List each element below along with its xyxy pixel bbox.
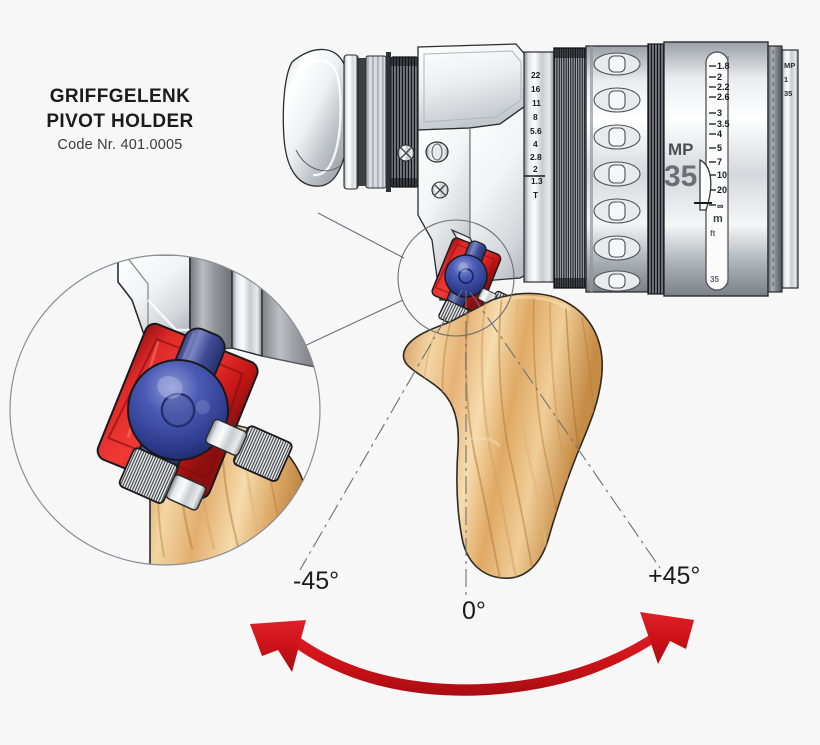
lens-focal-length: 35: [664, 160, 697, 193]
svg-text:2.6: 2.6: [717, 92, 730, 102]
focus-scale: 1.8 2 2.2 2.6 3 3.5 4 5 7 10 20 ∞: [709, 61, 730, 211]
lens-brand-label: MP: [668, 140, 694, 159]
title-english: PIVOT HOLDER: [46, 111, 194, 132]
product-code: Code Nr. 401.0005: [57, 137, 183, 153]
svg-text:1.3: 1.3: [531, 176, 543, 186]
svg-text:10: 10: [717, 170, 727, 180]
svg-text:5: 5: [717, 143, 722, 153]
svg-text:2.8: 2.8: [530, 152, 542, 162]
eyepiece-focus-ring: [390, 56, 419, 188]
svg-text:1: 1: [784, 75, 788, 84]
camera-lens-assembly: 22 16 11 8 5.6 4 2.8 2 1.3 T: [282, 41, 799, 301]
lens-unit-m: m: [713, 213, 723, 225]
title-german: GRIFFGELENK: [49, 86, 191, 107]
lens-lug-ring: [585, 45, 649, 293]
caption-block: GRIFFGELENK PIVOT HOLDER Code Nr. 401.00…: [0, 84, 240, 153]
svg-text:35: 35: [710, 275, 719, 284]
axis-line-negative: [299, 289, 463, 571]
detail-callout: [299, 212, 515, 349]
svg-text:20: 20: [717, 185, 727, 195]
wooden-grip: [402, 292, 603, 579]
angle-reference-lines: [299, 289, 661, 600]
body-screw-lower: [431, 181, 449, 199]
svg-text:7: 7: [717, 157, 722, 167]
rotation-arrow: [250, 612, 694, 696]
detail-magnifier: [9, 254, 321, 566]
svg-text:3.5: 3.5: [717, 119, 730, 129]
lens-grip-ring: [553, 47, 587, 289]
lens-unit-ft: ft: [710, 229, 716, 238]
svg-text:1.8: 1.8: [717, 61, 730, 71]
svg-text:2.2: 2.2: [717, 82, 730, 92]
detail-clamp-screw-right: [205, 418, 293, 482]
svg-text:MP: MP: [784, 61, 795, 70]
svg-text:35: 35: [784, 89, 792, 98]
lens-mount-plate: 22 16 11 8 5.6 4 2.8 2 1.3 T: [523, 51, 555, 283]
axis-line-positive: [469, 291, 661, 569]
lens-lugs: [593, 52, 641, 292]
lens-front-rim: MP 1 35: [767, 45, 799, 293]
svg-text:11: 11: [532, 98, 541, 108]
svg-text:2: 2: [717, 72, 722, 82]
body-screw-upper: [397, 144, 415, 162]
aperture-scale: 22 16 11 8 5.6 4 2.8 2 1.3 T: [530, 70, 543, 200]
lens-scale-barrel: 1.8 2 2.2 2.6 3 3.5 4 5 7 10 20 ∞ M: [663, 41, 769, 297]
eyepiece-rings: [343, 52, 391, 192]
angle-label-negative: -45°: [293, 567, 340, 595]
angle-label-zero: 0°: [462, 597, 486, 625]
lens-focus-ring: [647, 43, 665, 295]
svg-text:4: 4: [717, 129, 722, 139]
svg-text:8: 8: [533, 112, 538, 122]
svg-text:16: 16: [531, 84, 541, 94]
detail-clamp-screw-left: [118, 447, 207, 511]
angle-label-positive: +45°: [648, 562, 701, 590]
svg-text:2: 2: [533, 164, 538, 174]
body-port: [425, 141, 449, 163]
svg-text:∞: ∞: [717, 201, 724, 211]
svg-text:22: 22: [531, 70, 541, 80]
svg-text:5.6: 5.6: [530, 126, 542, 136]
eyecup: [282, 48, 351, 187]
svg-text:T: T: [533, 190, 539, 200]
svg-text:3: 3: [717, 108, 722, 118]
svg-text:4: 4: [533, 139, 538, 149]
